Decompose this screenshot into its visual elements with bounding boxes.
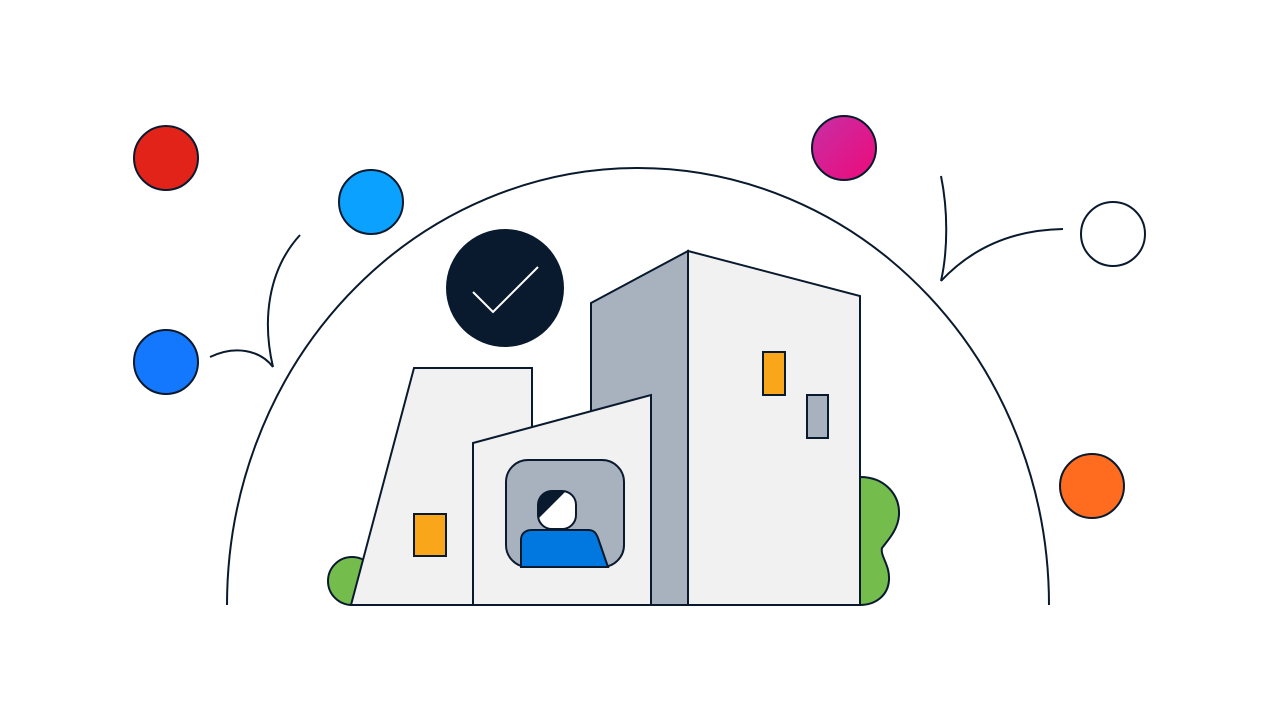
person-icon	[520, 490, 610, 568]
white-dot	[1080, 201, 1146, 267]
left-arrow	[209, 234, 301, 368]
light-blue-dot	[338, 169, 404, 235]
right-bush	[859, 475, 901, 607]
magenta-dot	[811, 115, 877, 181]
red-dot	[133, 125, 199, 191]
window-orange	[762, 351, 786, 396]
window-gray	[806, 394, 829, 439]
tall-building-front	[687, 249, 861, 606]
check-badge	[446, 229, 564, 347]
blue-dot	[133, 329, 199, 395]
check-icon	[472, 266, 539, 314]
right-arrow	[940, 175, 1064, 282]
dome-arc	[226, 167, 1050, 606]
window-orange-left	[413, 513, 447, 557]
orange-dot	[1059, 453, 1125, 519]
